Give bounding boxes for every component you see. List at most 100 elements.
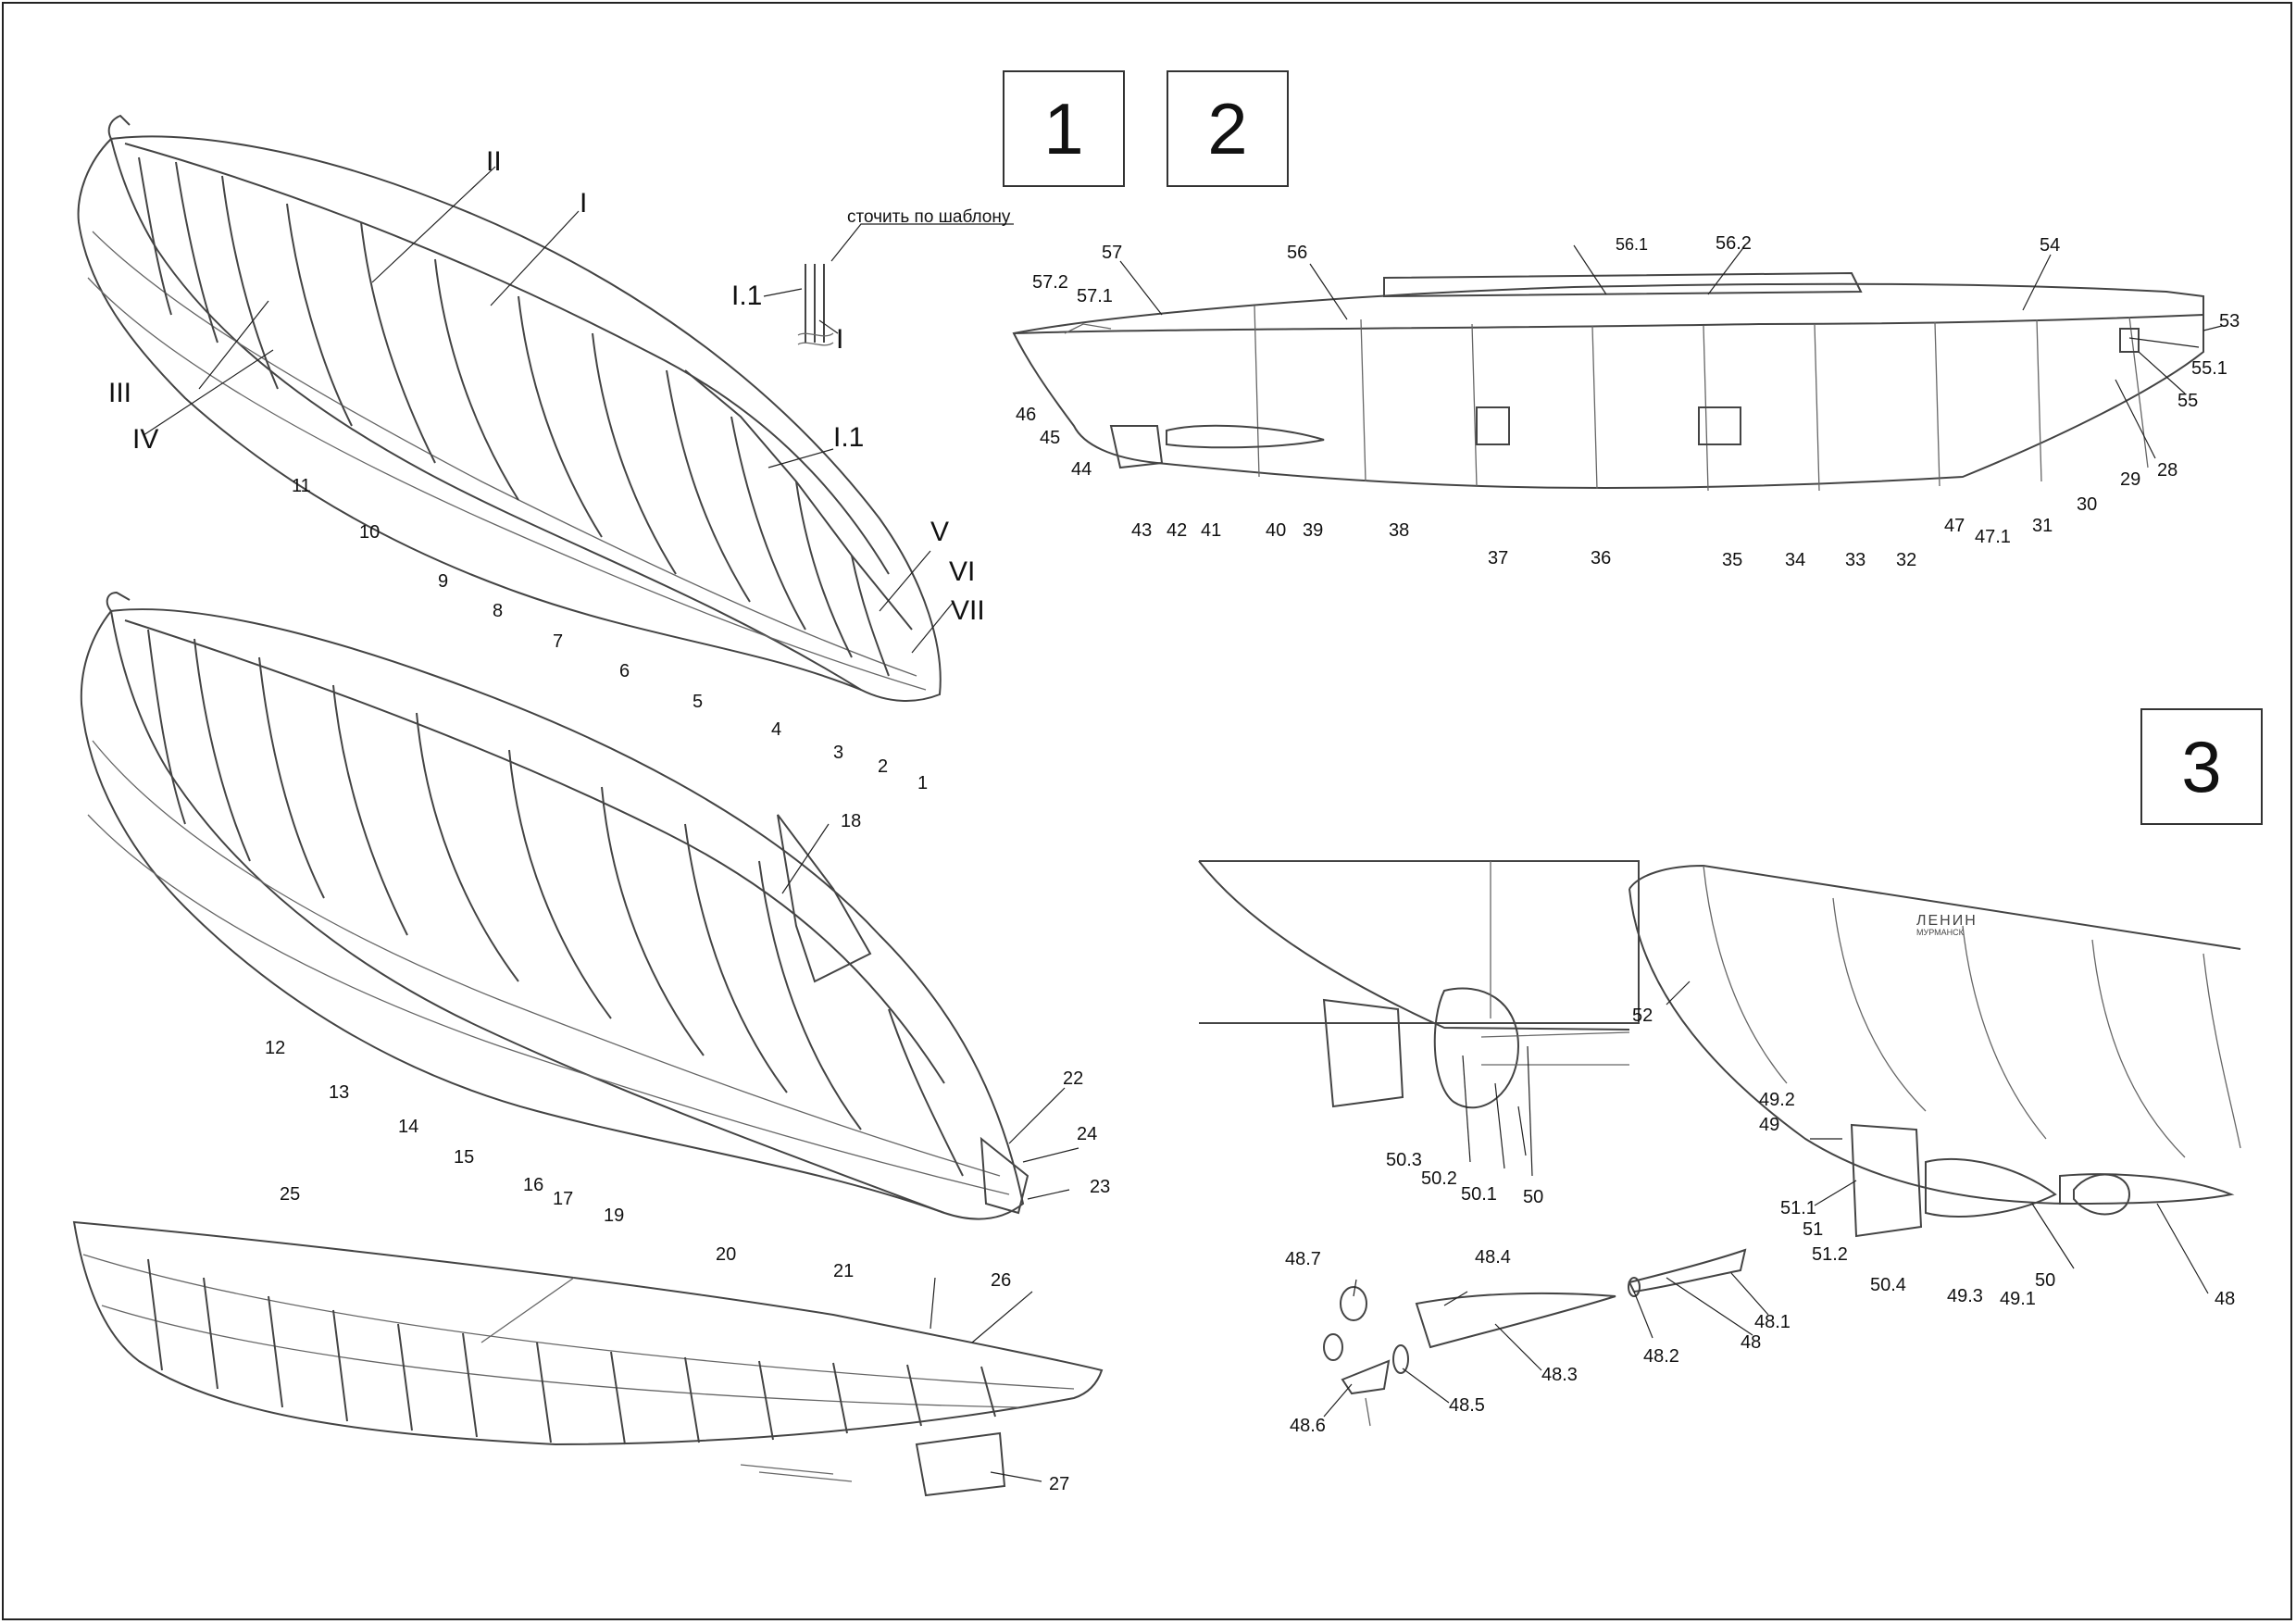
part-label-38: 38 [1389, 520, 1410, 541]
stern-closeup-right-drawing [1628, 864, 2241, 1238]
part-label-36: 36 [1591, 548, 1612, 568]
part-label-17: 17 [553, 1189, 574, 1209]
plated-hull-drawing [72, 1220, 1104, 1497]
part-label-20: 20 [716, 1244, 737, 1265]
part-label-2: 2 [878, 756, 889, 777]
part-label-56-2: 56.2 [1716, 233, 1752, 254]
part-label-48-5: 48.5 [1449, 1395, 1485, 1416]
part-label-II: II [486, 146, 502, 177]
part-label-33: 33 [1845, 550, 1866, 570]
part-label-51-2: 51.2 [1812, 1244, 1848, 1265]
step-number-1: 1 [1003, 70, 1125, 187]
part-label-55-1: 55.1 [2191, 358, 2227, 379]
part-label-48-6: 48.6 [1290, 1416, 1326, 1436]
part-label-48-1: 48.1 [1754, 1312, 1791, 1332]
part-label-11: 11 [292, 476, 311, 496]
part-label-43: 43 [1131, 520, 1153, 541]
part-label-53: 53 [2219, 311, 2240, 331]
part-label-39: 39 [1303, 520, 1324, 541]
part-label-50-1: 50.1 [1461, 1184, 1497, 1205]
part-label-57-1: 57.1 [1077, 286, 1113, 306]
part-label-51-1: 51.1 [1780, 1198, 1816, 1218]
part-label-26: 26 [991, 1270, 1012, 1291]
part-label-29: 29 [2120, 469, 2141, 490]
part-label-46: 46 [1016, 405, 1037, 425]
part-label-56-1: 56.1 [1616, 235, 1649, 254]
part-label-49-1: 49.1 [2000, 1289, 2036, 1309]
part-label-IV: IV [132, 424, 159, 455]
part-label-25: 25 [280, 1184, 301, 1205]
part-label-50-3: 50.3 [1386, 1150, 1422, 1170]
part-label-32: 32 [1896, 550, 1917, 570]
part-label-5: 5 [693, 692, 704, 712]
detail-sketch [763, 223, 1014, 346]
part-label-4: 4 [771, 719, 782, 740]
part-label-55: 55 [2177, 391, 2199, 411]
part-label-48-2: 48.2 [1643, 1346, 1679, 1367]
part-label-21: 21 [833, 1261, 855, 1281]
part-label-48-4: 48.4 [1475, 1247, 1511, 1268]
part-label-48-sub: 48 [1741, 1332, 1762, 1353]
part-label-I1: I.1 [833, 422, 865, 453]
propeller-parts-drawing [1323, 1248, 1747, 1427]
part-label-49-3: 49.3 [1947, 1286, 1983, 1306]
part-label-40: 40 [1266, 520, 1287, 541]
grinding-note: сточить по шаблону [847, 207, 1011, 227]
part-label-19: 19 [604, 1206, 625, 1226]
part-label-41: 41 [1201, 520, 1222, 541]
hull-name-lettering: ЛЕНИН [1916, 913, 1978, 929]
frame-set-2-drawing [80, 591, 1029, 1220]
frame-set-1-drawing [77, 114, 942, 702]
part-label-27: 27 [1049, 1474, 1070, 1494]
part-label-48-7: 48.7 [1285, 1249, 1321, 1269]
part-label-I: I [580, 188, 588, 219]
step-number-3: 3 [2140, 708, 2263, 825]
part-label-12: 12 [265, 1038, 286, 1058]
part-label-VII: VII [951, 595, 985, 626]
part-label-49: 49 [1759, 1115, 1780, 1135]
part-label-14: 14 [398, 1117, 419, 1137]
part-label-8: 8 [493, 601, 504, 621]
part-label-3: 3 [833, 743, 844, 763]
part-label-10: 10 [359, 522, 381, 543]
part-label-50-4: 50.4 [1870, 1275, 1906, 1295]
part-label-23: 23 [1090, 1177, 1111, 1197]
part-label-III: III [108, 378, 132, 408]
part-label-V: V [930, 517, 950, 547]
part-label-18: 18 [841, 811, 862, 831]
part-label-56: 56 [1287, 243, 1308, 263]
detail-label-i: I [836, 324, 844, 355]
part-label-52: 52 [1632, 1006, 1653, 1026]
part-label-15: 15 [454, 1147, 475, 1168]
part-label-6: 6 [619, 661, 630, 681]
part-label-49-2: 49.2 [1759, 1090, 1795, 1110]
part-label-47-1: 47.1 [1975, 527, 2011, 547]
part-label-1: 1 [917, 773, 929, 793]
part-label-54: 54 [2040, 235, 2061, 256]
part-label-16: 16 [523, 1175, 544, 1195]
part-label-50-left: 50 [1523, 1187, 1544, 1207]
part-label-42: 42 [1167, 520, 1188, 541]
side-profile-drawing [1012, 271, 2204, 492]
part-label-48-right: 48 [2215, 1289, 2236, 1309]
part-label-50-2: 50.2 [1421, 1168, 1457, 1189]
part-label-45: 45 [1040, 428, 1061, 448]
part-label-24: 24 [1077, 1124, 1098, 1144]
part-label-34: 34 [1785, 550, 1806, 570]
part-label-35: 35 [1722, 550, 1743, 570]
part-label-57-2: 57.2 [1032, 272, 1068, 293]
part-label-47: 47 [1944, 516, 1965, 536]
leader-lines [143, 166, 2223, 1482]
part-label-VI: VI [949, 556, 976, 587]
stern-closeup-left-drawing [1198, 860, 1640, 1109]
part-label-30: 30 [2077, 494, 2098, 515]
part-label-57: 57 [1102, 243, 1123, 263]
step-number-2: 2 [1167, 70, 1289, 187]
hull-port-lettering: МУРМАНСК [1916, 928, 1964, 937]
part-label-51: 51 [1803, 1219, 1824, 1240]
part-label-50-right: 50 [2035, 1270, 2056, 1291]
part-label-31: 31 [2032, 516, 2053, 536]
